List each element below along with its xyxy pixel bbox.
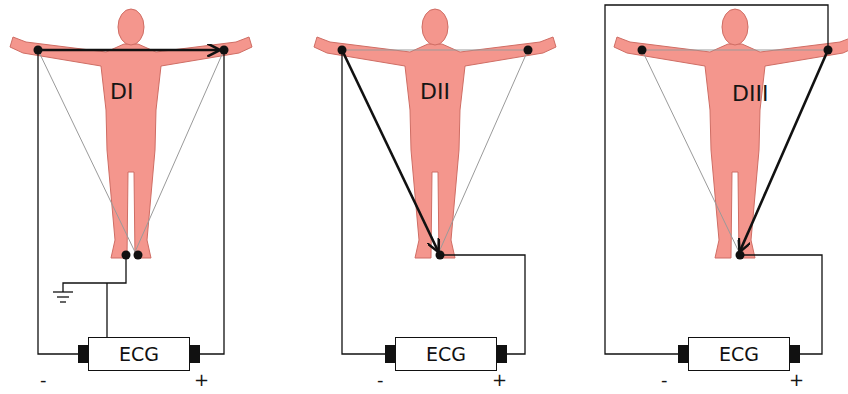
electrode <box>524 46 533 55</box>
body-outline <box>614 37 848 258</box>
ecg-box: ECG <box>88 337 190 371</box>
lead-wire <box>38 50 78 354</box>
triangle-side <box>439 50 528 252</box>
body-figure <box>314 9 556 260</box>
lead-wire <box>106 283 107 337</box>
lead-vector <box>740 50 828 251</box>
ground-symbol <box>60 301 66 302</box>
lead-name: DII <box>420 80 450 104</box>
terminal <box>789 345 800 363</box>
polarity-sign: + <box>194 370 209 390</box>
body-outline <box>10 37 252 258</box>
device-label: ECG <box>719 343 759 365</box>
ground-symbol <box>57 296 69 297</box>
polarity-sign: - <box>40 370 47 390</box>
polarity-sign: - <box>377 370 384 390</box>
lead-name: DI <box>110 80 133 104</box>
head <box>118 9 144 45</box>
terminal <box>496 345 507 363</box>
lead-vector <box>42 49 219 52</box>
lead-wire <box>605 5 828 354</box>
triangle-side <box>739 50 828 252</box>
electrode <box>638 46 647 55</box>
polarity-sign: - <box>661 370 668 390</box>
terminal <box>189 345 200 363</box>
ecg-box: ECG <box>395 337 497 371</box>
electrode <box>134 251 143 260</box>
body-figure <box>10 9 252 260</box>
device-label: ECG <box>426 343 466 365</box>
lead-wire <box>200 50 224 354</box>
lead-wire <box>342 50 385 354</box>
triangle-side <box>135 50 224 252</box>
polarity-sign: + <box>492 370 507 390</box>
triangle-side <box>642 50 828 51</box>
triangle-side <box>342 50 528 51</box>
lead-wire <box>63 256 126 292</box>
device-label: ECG <box>119 343 159 365</box>
triangle-side <box>642 50 739 252</box>
ground-symbol <box>53 291 73 292</box>
lead-name: DIII <box>732 82 768 106</box>
triangle-side <box>38 50 135 252</box>
head <box>422 9 448 45</box>
ecg-box: ECG <box>688 337 790 371</box>
body-outline <box>314 37 556 258</box>
polarity-sign: + <box>789 370 804 390</box>
triangle-side <box>38 50 224 51</box>
body-figure <box>614 9 848 260</box>
head <box>722 9 748 45</box>
